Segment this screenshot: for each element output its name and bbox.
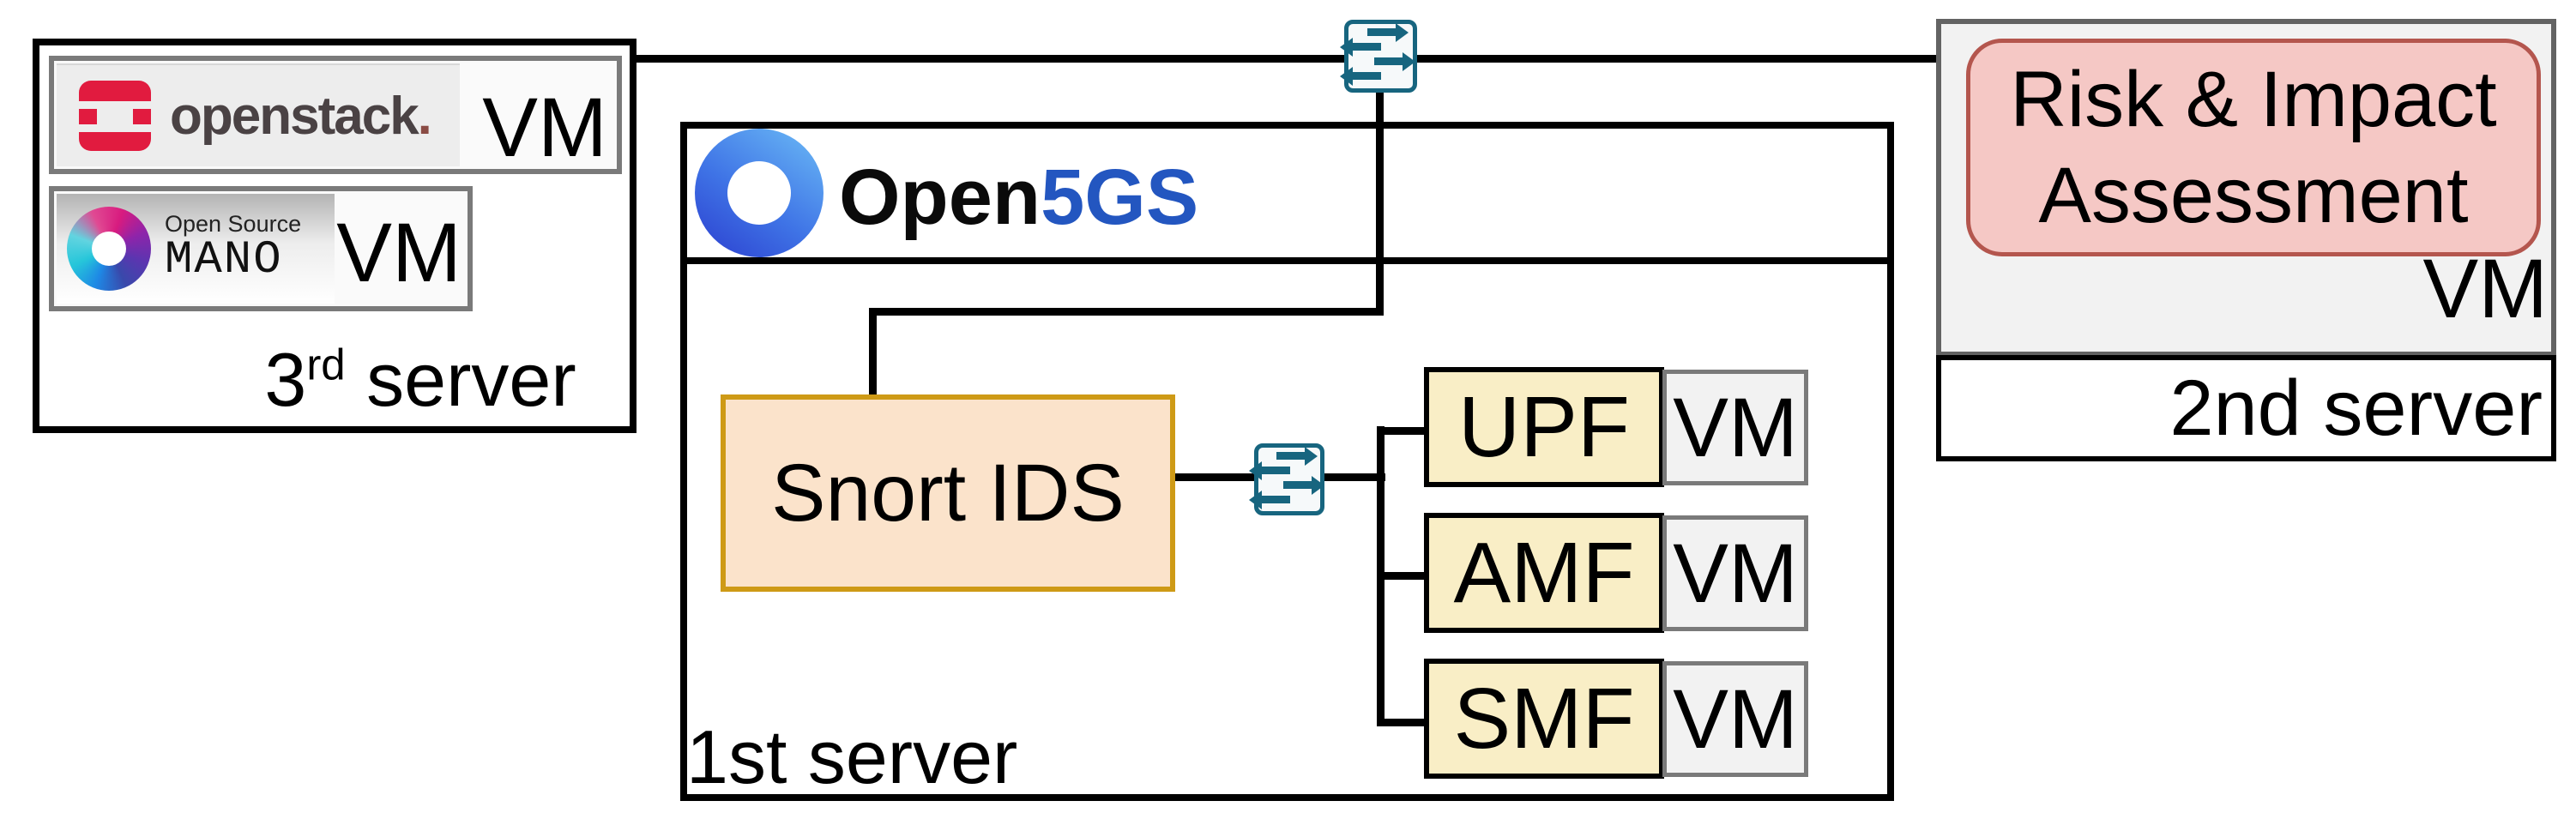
open-source-mano-logo: Open Source MANO (57, 194, 335, 304)
mano-vm-label: VM (336, 206, 462, 299)
second-server-label: 2nd server (2169, 364, 2543, 452)
switch-arrow-left-icon (1262, 496, 1290, 503)
snort-to-switch-line (1173, 473, 1257, 481)
amf-vm-label: VM (1673, 526, 1798, 620)
amf-vm-box: VM (1662, 515, 1808, 631)
smf-vm-box: VM (1662, 661, 1808, 777)
second-server-vm-label: VM (2422, 242, 2549, 335)
third-server-label: 3rd server (264, 337, 576, 422)
switch-arrow-right-icon (1367, 28, 1396, 36)
open5gs-wordmark-5gs: 5GS (1041, 154, 1199, 241)
smf-stub-line (1377, 719, 1427, 726)
smf-vm-label: VM (1673, 671, 1798, 766)
top-network-switch-icon (1344, 20, 1417, 93)
upf-vm-label: VM (1673, 380, 1798, 474)
switch-arrow-left-icon (1262, 467, 1290, 474)
upf-vm-box: VM (1662, 370, 1808, 485)
jog-horizontal-line (869, 308, 1384, 316)
jog-vertical-line (869, 308, 877, 396)
switch-arrow-right-icon (1276, 452, 1305, 460)
snort-ids-label: Snort IDS (771, 447, 1125, 539)
openstack-icon (79, 81, 151, 151)
risk-impact-assessment-box: Risk & Impact Assessment (1966, 39, 2541, 256)
switch-arrow-right-icon (1374, 57, 1403, 65)
inner-network-switch-icon (1254, 443, 1324, 515)
mano-wordmark-top: Open Source (165, 211, 302, 238)
open5gs-header-divider (680, 257, 1894, 264)
open5gs-wordmark: Open5GS (839, 153, 1198, 243)
upf-stub-line (1377, 427, 1427, 435)
smf-label: SMF (1453, 670, 1635, 767)
switch-arrow-left-icon (1353, 43, 1381, 51)
upf-label: UPF (1458, 378, 1630, 475)
smf-box: SMF (1424, 659, 1664, 779)
openstack-period: . (417, 86, 432, 146)
third-server-ordinal: rd (306, 340, 346, 389)
second-server-label-box: 2nd server (1936, 355, 2556, 461)
risk-impact-line2: Assessment (2038, 152, 2469, 239)
first-server-label: 1st server (686, 714, 1018, 799)
amf-stub-line (1377, 572, 1427, 580)
upf-box: UPF (1424, 367, 1664, 487)
openstack-wordmark: openstack. (170, 86, 432, 146)
amf-label: AMF (1453, 524, 1635, 621)
amf-box: AMF (1424, 513, 1664, 633)
mano-wordmark-main: MANO (165, 233, 283, 286)
open5gs-wordmark-open: Open (839, 154, 1041, 241)
open5gs-ring-icon (695, 129, 823, 257)
switch-drop-line (1376, 89, 1384, 312)
mano-swirl-icon (67, 207, 151, 291)
switch-to-bus-line (1322, 473, 1385, 481)
openstack-logo: openstack. (57, 63, 460, 166)
snort-ids-box: Snort IDS (721, 394, 1175, 592)
openstack-vm-label: VM (482, 81, 607, 174)
switch-arrow-right-icon (1283, 481, 1312, 489)
switch-arrow-left-icon (1353, 72, 1381, 80)
risk-impact-line1: Risk & Impact (2010, 56, 2497, 143)
mano-wordmark: Open Source MANO (165, 212, 301, 285)
top-connector-line (635, 55, 1936, 63)
